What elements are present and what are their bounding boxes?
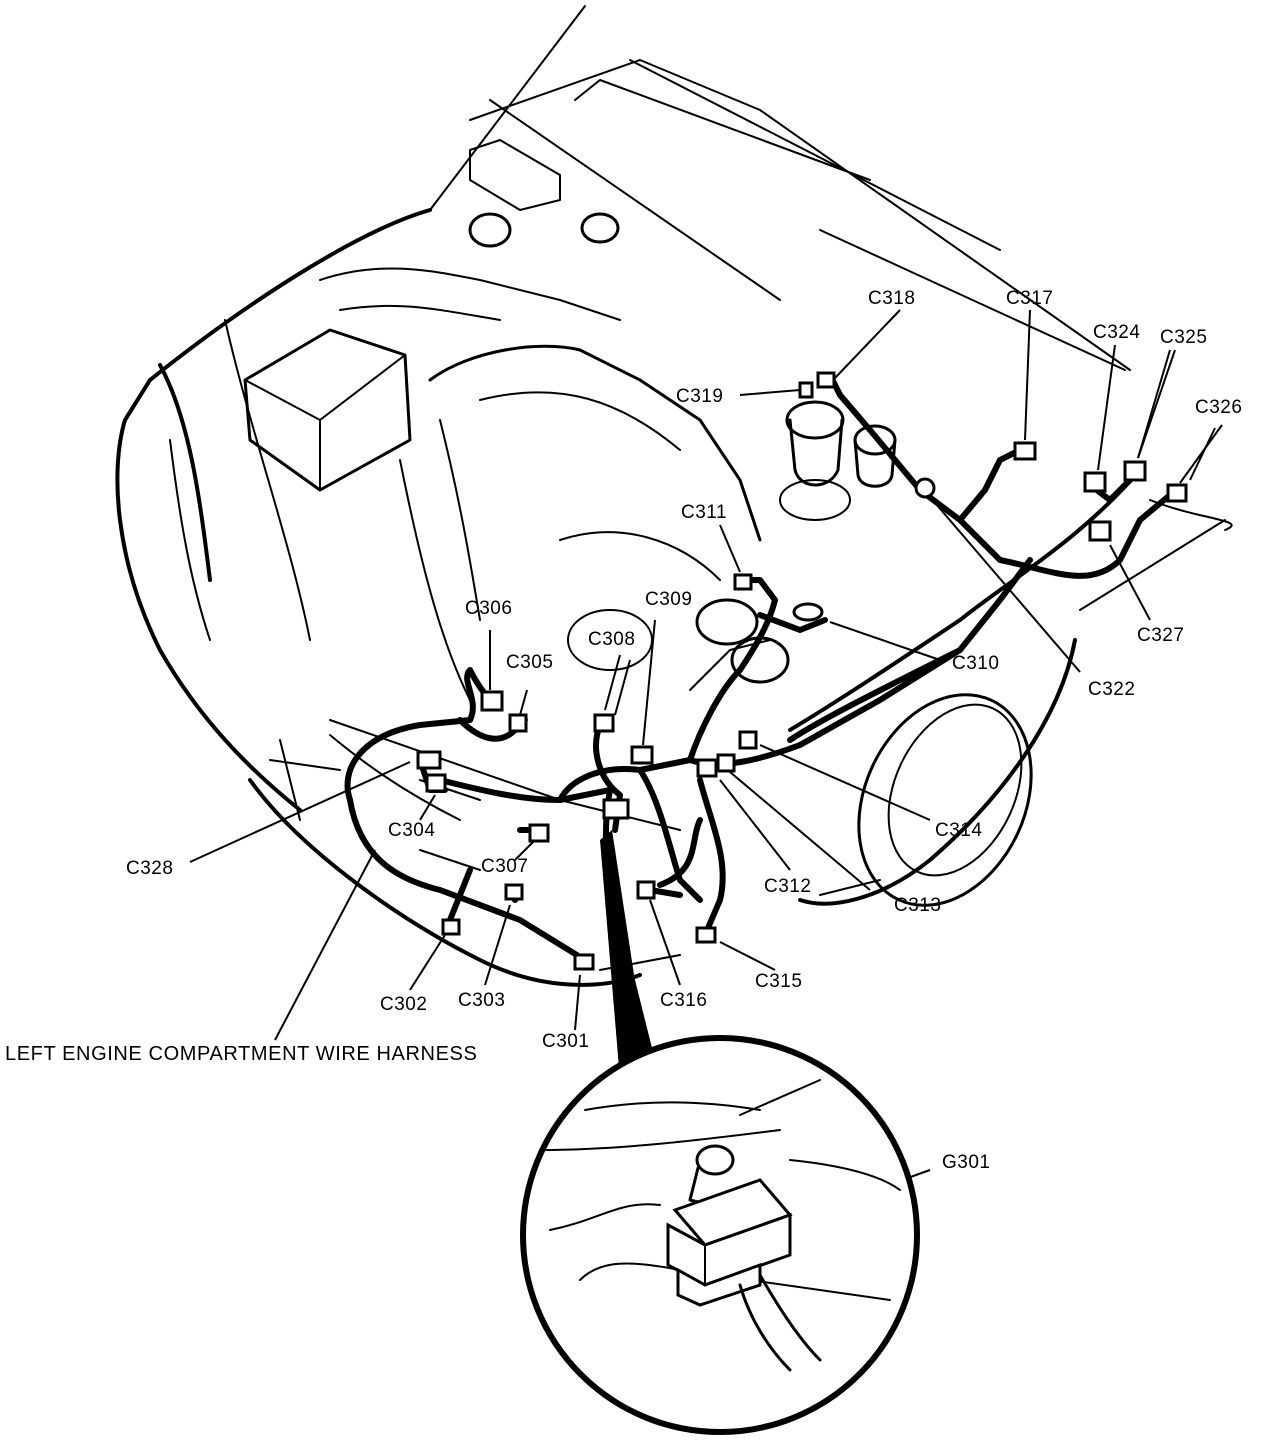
wire-harness (344, 372, 1183, 963)
label-c317: C317 (1006, 288, 1053, 309)
leader-lines (189, 309, 1223, 1221)
connector-c304 (425, 773, 447, 793)
label-c310: C310 (952, 653, 999, 674)
label-c318: C318 (868, 288, 915, 309)
label-c319: C319 (676, 386, 723, 407)
label-c316: C316 (660, 990, 707, 1011)
connector-c313 (716, 753, 736, 773)
connector-c326 (1166, 483, 1188, 503)
connector-c302 (441, 918, 461, 936)
connector-c307 (528, 823, 550, 843)
connector-c319 (798, 381, 814, 399)
label-c302: C302 (380, 994, 427, 1015)
connector-c306 (480, 690, 504, 712)
label-c315: C315 (755, 971, 802, 992)
connector-c301 (573, 953, 595, 971)
connector-c305 (508, 713, 528, 733)
connector-c327 (1088, 520, 1112, 542)
label-c304: C304 (388, 820, 435, 841)
connector-c318 (816, 371, 836, 389)
label-c312: C312 (764, 876, 811, 897)
connector-c325 (1123, 460, 1147, 482)
connector-c310 (792, 602, 824, 622)
connector-c328 (416, 750, 442, 770)
label-c324: C324 (1093, 322, 1140, 343)
label-c309: C309 (645, 589, 692, 610)
harness-caption: LEFT ENGINE COMPARTMENT WIRE HARNESS (5, 1043, 477, 1065)
connector-c317 (1013, 441, 1037, 461)
connector-c316 (636, 880, 656, 900)
connector-c303 (504, 883, 524, 901)
label-c314: C314 (935, 820, 982, 841)
ground-block-top (602, 798, 630, 820)
label-c327: C327 (1137, 625, 1184, 646)
label-c308: C308 (588, 629, 635, 650)
connector-c312 (696, 758, 718, 778)
connector-c308 (593, 713, 615, 733)
connector-c314 (738, 730, 758, 750)
label-c328: C328 (126, 858, 173, 879)
connector-c322 (914, 477, 936, 499)
connector-blocks (416, 371, 1188, 971)
connector-c324 (1083, 471, 1107, 493)
connector-labels: C301 C302 C303 C304 C305 C306 C307 C308 … (5, 288, 1242, 1173)
label-c301: C301 (542, 1031, 589, 1052)
label-c305: C305 (506, 652, 553, 673)
connector-c309 (630, 745, 654, 765)
vehicle-body-outline (115, 5, 1233, 987)
label-c313: C313 (894, 895, 941, 916)
connector-c315 (695, 926, 717, 944)
label-g301: G301 (942, 1152, 990, 1173)
label-c322: C322 (1088, 679, 1135, 700)
label-c325: C325 (1160, 327, 1207, 348)
label-c326: C326 (1195, 397, 1242, 418)
label-c303: C303 (458, 990, 505, 1011)
g301-callout (520, 1035, 920, 1435)
label-c311: C311 (681, 502, 727, 523)
label-c307: C307 (481, 856, 528, 877)
connector-c311 (733, 573, 753, 591)
label-c306: C306 (465, 598, 512, 619)
